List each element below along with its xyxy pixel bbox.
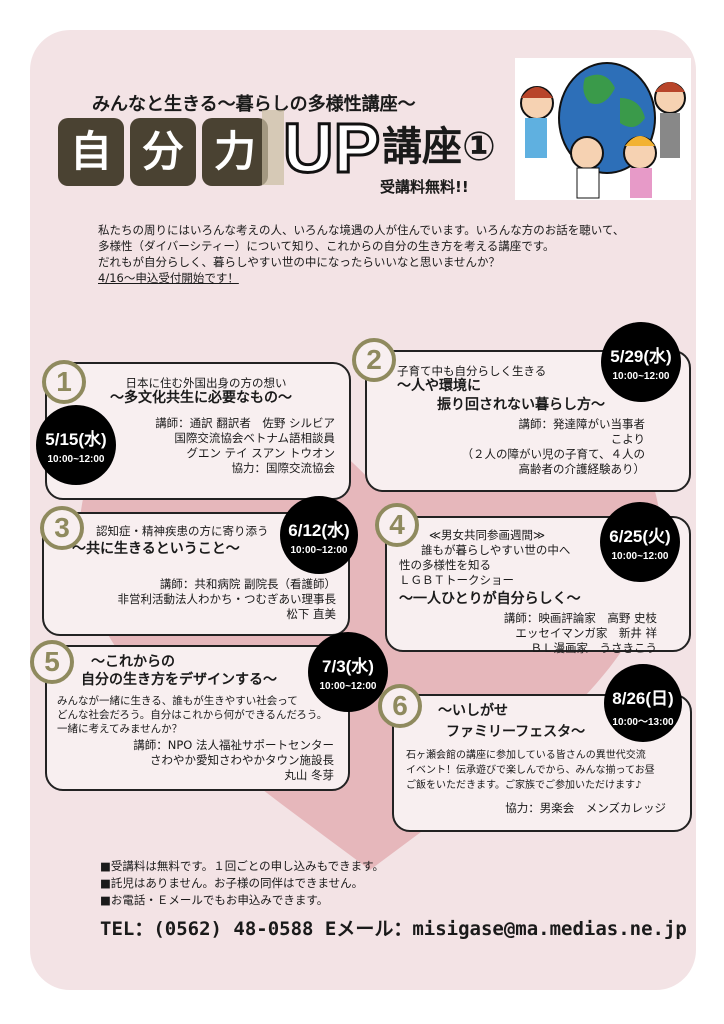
- note: ■受講料は無料です。１回ごとの申し込みもできます。: [100, 859, 384, 873]
- session-title: ～いしがせ: [438, 703, 508, 719]
- desc-line: ご飯をいただきます。ご家族でご参加いただけます♪: [406, 780, 642, 791]
- session-lecturers: 講師：発達障がい当事者 こより （２人の障がい児の子育て、４人の 高齢者の介護経…: [397, 417, 675, 477]
- lecturer-line: 高齢者の介護経験あり）: [518, 462, 646, 476]
- session-description: 石ヶ瀬会館の講座に参加している皆さんの異世代交流 イベント！伝承遊びで楽しんでか…: [406, 748, 680, 793]
- intro-line: 多様性（ダイバーシティー）について知り、これからの自分の生き方を考える講座です。: [98, 239, 555, 253]
- title-char-2: 分: [130, 118, 196, 186]
- title-char-3: 力: [202, 118, 268, 186]
- session-lecturers: 講師：NPO 法人福祉サポートセンター さわやか愛知さわやかタウン施設長 丸山 …: [57, 738, 334, 783]
- session-number-3: 3: [40, 506, 84, 550]
- free-admission: 受講料無料!!: [380, 178, 469, 196]
- session-cooperation: 協力：男楽会 メンズカレッジ: [505, 801, 666, 815]
- title-up: UP: [281, 108, 381, 189]
- session-lead: 誰もが暮らしやすい世の中へ: [421, 543, 571, 557]
- desc-line: 一緒に考えてみませんか？: [57, 723, 183, 735]
- time: 10:00～13:00: [612, 717, 674, 728]
- footer-notes: ■受講料は無料です。１回ごとの申し込みもできます。 ■託児はありません。お子様の…: [100, 858, 384, 909]
- session-lead: ＬＧＢＴトークショー: [399, 573, 514, 587]
- session-title: ～共に生きるということ～: [72, 541, 240, 557]
- time: 10:00~12:00: [290, 545, 348, 556]
- session-title: 振り回されない暮らし方～: [437, 397, 605, 413]
- time: 10:00~12:00: [47, 454, 105, 465]
- session-lead: ≪男女共同参画週間≫: [429, 528, 546, 542]
- session-card-4: ≪男女共同参画週間≫ 誰もが暮らしやすい世の中へ 性の多様性を知る ＬＧＢＴトー…: [385, 516, 691, 655]
- session-title: ～人や環境に: [397, 378, 481, 394]
- session-lead: 子育て中も自分らしく生きる: [397, 364, 547, 378]
- date: 5/15(水): [45, 430, 107, 449]
- intro-line: だれもが自分らしく、暮らしやすい世の中になったらいいなと思いませんか？: [98, 255, 501, 269]
- title-kouza: 講座①: [382, 124, 496, 170]
- lecturer-line: エッセイマンガ家 新井 祥: [515, 626, 657, 640]
- session-title: ～一人ひとりが自分らしく～: [399, 591, 581, 607]
- session-title: ～これからの: [91, 654, 175, 670]
- session-title: ～多文化共生に必要なもの～: [110, 390, 292, 406]
- session-title: ファミリーフェスタ～: [446, 724, 586, 740]
- session-lecturers: 講師：共和病院 副院長（看護師） 非営利活動法人わかち・つむぎあい理事長 松下 …: [58, 577, 337, 622]
- application-start: 4/16～申込受付開始です！: [98, 271, 239, 285]
- session-date-3: 6/12(水) 10:00~12:00: [280, 496, 358, 574]
- date: 6/12(水): [288, 521, 350, 540]
- desc-line: 石ヶ瀬会館の講座に参加している皆さんの異世代交流: [406, 750, 646, 761]
- lecturer-line: 協力：国際交流協会: [231, 461, 336, 475]
- session-date-6: 8/26(日) 10:00～13:00: [604, 664, 682, 742]
- session-number-6: 6: [378, 684, 422, 728]
- date: 8/26(日): [612, 689, 674, 708]
- subtitle: みんなと生きる～暮らしの多様性講座～: [92, 94, 416, 115]
- time: 10:00~12:00: [611, 551, 669, 562]
- lecturer-line: （２人の障がい児の子育て、４人の: [461, 447, 645, 461]
- session-number-2: 2: [352, 338, 396, 382]
- date: 6/25(火): [609, 527, 671, 546]
- lecturer-line: 国際交流協会ベトナム語相談員: [174, 431, 335, 445]
- title-char-1: 自: [58, 118, 124, 186]
- session-number-5: 5: [30, 640, 74, 684]
- lecturer-line: 松下 直美: [286, 607, 336, 621]
- up-arrow-icon: [262, 110, 284, 185]
- intro-line: 私たちの周りにはいろんな考えの人、いろんな境遇の人が住んでいます。いろんな方のお…: [98, 223, 625, 237]
- session-title: 自分の生き方をデザインする～: [81, 672, 277, 688]
- lecturer-line: さわやか愛知さわやかタウン施設長: [150, 753, 334, 767]
- session-lead: 日本に住む外国出身の方の想い: [125, 376, 287, 390]
- lecturer-line: こより: [610, 432, 645, 446]
- desc-line: みんなが一緒に生きる、誰もが生きやすい社会って: [57, 695, 298, 707]
- lecturer-line: 丸山 冬芽: [284, 768, 334, 782]
- lecturer-line: ＢＬ漫画家 うさきこう: [530, 641, 658, 655]
- session-lecturers: 講師：通訳 翻訳者 佐野 シルビア 国際交流協会ベトナム語相談員 グエン テイ …: [47, 416, 335, 476]
- session-lecturers: 講師：映画評論家 高野 史枝 エッセイマンガ家 新井 祥 ＢＬ漫画家 うさきこう: [399, 611, 675, 656]
- session-date-4: 6/25(火) 10:00~12:00: [600, 502, 680, 582]
- session-lead: 性の多様性を知る: [399, 558, 491, 572]
- note: ■お電話・Ｅメールでもお申込みできます。: [100, 893, 329, 907]
- lecturer-line: 講師：発達障がい当事者: [518, 417, 646, 431]
- lecturer-line: 講師：映画評論家 高野 史枝: [503, 611, 657, 625]
- lecturer-line: 講師：通訳 翻訳者 佐野 シルビア: [155, 416, 335, 430]
- intro-text: 私たちの周りにはいろんな考えの人、いろんな境遇の人が住んでいます。いろんな方のお…: [98, 222, 698, 286]
- session-card-5: ～これからの 自分の生き方をデザインする～ みんなが一緒に生きる、誰もが生きやす…: [45, 645, 350, 791]
- session-description: みんなが一緒に生きる、誰もが生きやすい社会って どんな社会だろう。自分はこれから…: [57, 694, 334, 736]
- session-number-1: 1: [42, 360, 86, 404]
- lecturer-line: 非営利活動法人わかち・つむぎあい理事長: [117, 592, 337, 606]
- session-date-1: 5/15(水) 10:00~12:00: [36, 405, 116, 485]
- date: 5/29(水): [610, 347, 672, 366]
- time: 10:00~12:00: [612, 371, 670, 382]
- note: ■託児はありません。お子様の同伴はできません。: [100, 876, 364, 890]
- desc-line: どんな社会だろう。自分はこれから何ができるんだろう。: [57, 709, 328, 721]
- desc-line: イベント！伝承遊びで楽しんでから、みんな揃ってお昼: [406, 765, 655, 776]
- contact-info: TEL：(0562) 48-0588 Eメール：misigase@ma.medi…: [100, 918, 687, 940]
- lecturer-line: 講師：共和病院 副院長（看護師）: [159, 577, 336, 591]
- lecturer-line: 講師：NPO 法人福祉サポートセンター: [133, 738, 334, 752]
- session-lead: 認知症・精神疾患の方に寄り添う: [96, 524, 269, 538]
- session-date-2: 5/29(水) 10:00~12:00: [601, 322, 681, 402]
- lecturer-line: グエン テイ スアン トウオン: [186, 446, 335, 460]
- date: 7/3(水): [322, 657, 374, 676]
- time: 10:00~12:00: [319, 681, 377, 692]
- globe-people-illustration: [515, 58, 691, 200]
- session-number-4: 4: [375, 503, 419, 547]
- session-date-5: 7/3(水) 10:00~12:00: [308, 632, 388, 712]
